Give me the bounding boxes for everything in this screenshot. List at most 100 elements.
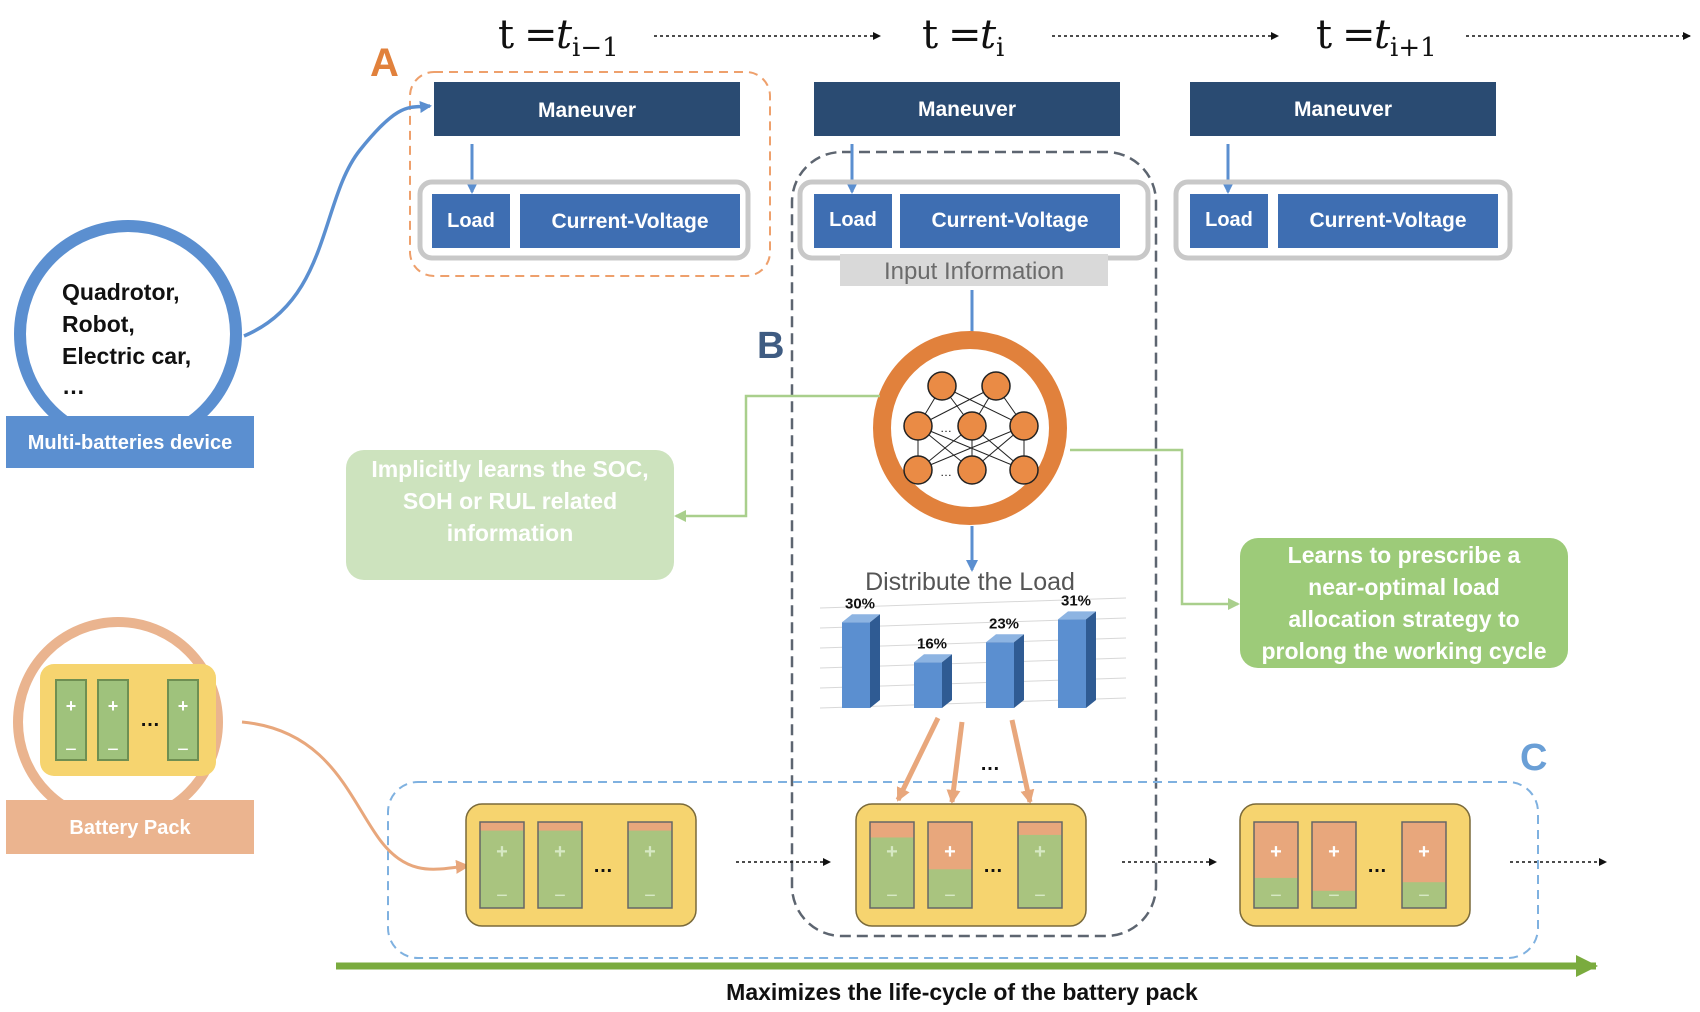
right-note: Learns to prescribe a near-optimal load … bbox=[1240, 538, 1568, 668]
stage-next: Maneuver Load Current-Voltage bbox=[1173, 82, 1513, 261]
chart-bars: 30%16%23%31% bbox=[842, 592, 1096, 708]
load-box bbox=[432, 194, 510, 248]
plus-sign: + bbox=[554, 841, 566, 863]
section-letter-b: B bbox=[757, 325, 784, 367]
maneuver-box bbox=[814, 82, 1120, 136]
bar-data-label: 30% bbox=[845, 595, 875, 612]
chart-bar: 30% bbox=[842, 595, 880, 708]
cell-outline bbox=[537, 821, 583, 909]
time-subscript: i+1 bbox=[1390, 33, 1437, 63]
right-note-line-3: allocation strategy to bbox=[1288, 606, 1519, 632]
plus-sign: + bbox=[1328, 841, 1340, 863]
time-symbol: t bbox=[1316, 12, 1332, 58]
time-subscript: i bbox=[996, 33, 1004, 63]
time-variable: t bbox=[1374, 12, 1391, 58]
cell-outline bbox=[1017, 821, 1063, 909]
minus-sign: − bbox=[644, 885, 656, 907]
device-to-stage-arrow bbox=[243, 101, 432, 338]
battery-cell: + − bbox=[167, 679, 199, 761]
cell-charge-fill bbox=[1018, 834, 1062, 908]
minus-sign: − bbox=[1034, 885, 1046, 907]
bar-front-face bbox=[914, 662, 942, 708]
allocation-arrow bbox=[895, 716, 941, 802]
minus-sign: − bbox=[944, 885, 956, 907]
device-caption: Multi-batteries device bbox=[28, 432, 233, 454]
cell-charge-fill bbox=[538, 830, 582, 908]
region-b-dashed bbox=[790, 150, 1158, 938]
cell-outline bbox=[927, 821, 973, 909]
right-note-box bbox=[1240, 538, 1568, 668]
input-information-label: Input Information bbox=[884, 258, 1064, 285]
device-line-1: Quadrotor, bbox=[62, 279, 180, 305]
minus-sign: − bbox=[1270, 885, 1282, 907]
plus-sign: + bbox=[108, 696, 119, 716]
battery-cell: +− bbox=[627, 821, 673, 909]
right-note-line-2: near-optimal load bbox=[1308, 574, 1500, 600]
network-to-right-note-arrow bbox=[1070, 448, 1240, 610]
plus-sign: + bbox=[66, 696, 77, 716]
plus-sign: + bbox=[496, 841, 508, 863]
cell-ellipsis: … bbox=[1367, 855, 1387, 877]
cell-outline bbox=[1311, 821, 1357, 909]
arrow-ellipsis: … bbox=[980, 753, 1000, 775]
maneuver-label: Maneuver bbox=[918, 98, 1016, 121]
cell-outline bbox=[627, 821, 673, 909]
input-group-frame bbox=[1173, 179, 1513, 261]
device-caption-box bbox=[6, 416, 254, 468]
minus-sign: − bbox=[177, 739, 189, 761]
battery-cell: + − bbox=[97, 679, 129, 761]
chart-gridline bbox=[819, 597, 1127, 609]
left-note-line-3: information bbox=[447, 520, 574, 546]
battery-to-pack-arrow bbox=[241, 720, 470, 874]
plus-sign: + bbox=[1418, 841, 1430, 863]
minus-sign: − bbox=[554, 885, 566, 907]
bar-side-face bbox=[1086, 611, 1096, 708]
battery-pack: +−+−+−… bbox=[855, 803, 1087, 927]
region-a-dashed bbox=[409, 71, 771, 277]
cell-charge-fill bbox=[1254, 877, 1298, 908]
bar-data-label: 23% bbox=[989, 615, 1019, 632]
chart-bar: 23% bbox=[986, 615, 1024, 708]
left-note-line-1: Implicitly learns the SOC, bbox=[371, 456, 648, 482]
current-voltage-label: Current-Voltage bbox=[931, 209, 1088, 232]
time-label-next: t = t i+1 bbox=[1316, 12, 1437, 63]
bar-side-face bbox=[1014, 634, 1024, 708]
right-note-line-1: Learns to prescribe a bbox=[1288, 542, 1521, 568]
load-distribution-chart: Distribute the Load 30%16%23%31% bbox=[819, 568, 1127, 709]
cell-charge-fill bbox=[480, 830, 524, 908]
left-note-line-2: SOH or RUL related bbox=[403, 488, 617, 514]
minus-sign: − bbox=[1418, 885, 1430, 907]
battery-cell: +− bbox=[927, 821, 973, 909]
time-label-prev: t = t i−1 bbox=[498, 12, 619, 63]
maneuver-label: Maneuver bbox=[1294, 98, 1392, 121]
bar-front-face bbox=[986, 642, 1014, 708]
battery-cell: +− bbox=[479, 821, 525, 909]
time-label-current: t = t i bbox=[922, 12, 1004, 63]
cell-ellipsis: … bbox=[140, 709, 160, 731]
bar-front-face bbox=[1058, 619, 1086, 708]
current-voltage-label: Current-Voltage bbox=[551, 210, 708, 233]
load-box bbox=[814, 194, 892, 248]
input-group-frame bbox=[417, 179, 751, 261]
battery-pack: +−+−+−… bbox=[465, 803, 697, 927]
load-label: Load bbox=[447, 210, 495, 232]
minus-sign: − bbox=[1328, 885, 1340, 907]
time-equals: = bbox=[948, 12, 982, 58]
device-line-3: Electric car, bbox=[62, 343, 191, 369]
battery-cell: + − bbox=[55, 679, 87, 761]
section-letter-a: A bbox=[370, 41, 399, 85]
device-line-2: Robot, bbox=[62, 311, 135, 337]
network-ellipsis: … bbox=[940, 421, 952, 435]
maneuver-label: Maneuver bbox=[538, 99, 636, 122]
battery-pack-device: + − + − … + − Battery Pack bbox=[6, 617, 254, 854]
battery-cell: +− bbox=[1253, 821, 1299, 909]
bar-side-face bbox=[870, 614, 880, 708]
battery-cell: +− bbox=[1401, 821, 1447, 909]
maneuver-box bbox=[1190, 82, 1496, 136]
bar-front-face bbox=[842, 622, 870, 708]
cell-outline bbox=[869, 821, 915, 909]
cell-ellipsis: … bbox=[983, 855, 1003, 877]
bar-side-face bbox=[942, 654, 952, 708]
load-label: Load bbox=[829, 209, 877, 231]
maneuver-box bbox=[434, 82, 740, 136]
